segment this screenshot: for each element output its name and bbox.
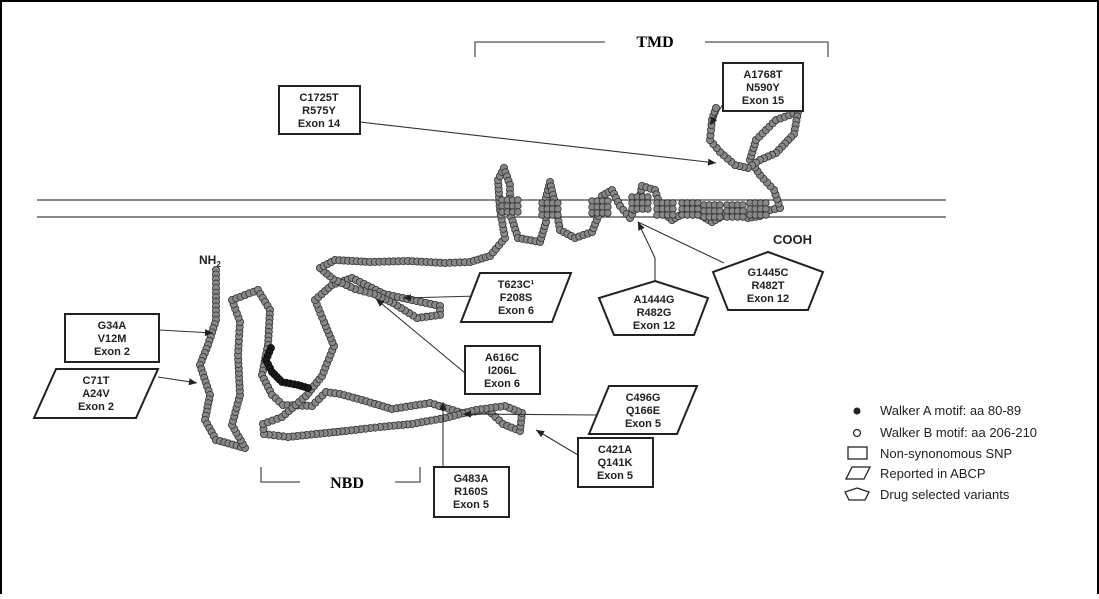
svg-text:C1725T: C1725T (299, 92, 338, 104)
variant-g34a: G34A V12M Exon 2 (64, 313, 160, 363)
tm-helix-bead (694, 211, 702, 219)
svg-text:C71T: C71T (83, 375, 110, 387)
pointer-arrowheads (188, 116, 718, 438)
arrowhead (707, 158, 716, 166)
svg-text:Exon 12: Exon 12 (747, 293, 789, 305)
svg-text:V12M: V12M (98, 333, 127, 345)
svg-text:Walker B motif: aa 206-210: Walker B motif: aa 206-210 (880, 425, 1037, 440)
legend-walker-b: Walker B motif: aa 206-210 (852, 425, 1037, 440)
arrowhead (376, 299, 385, 307)
protein-chain (195, 104, 803, 452)
svg-text:A1444G: A1444G (634, 294, 675, 306)
nbd-label: NBD (330, 475, 364, 492)
legend-drug: Drug selected variants (844, 487, 1010, 502)
svg-text:R482G: R482G (637, 307, 672, 319)
tm-helix-bead (762, 211, 770, 219)
svg-text:N590Y: N590Y (746, 82, 780, 94)
svg-text:A24V: A24V (82, 388, 110, 400)
arrowhead (204, 329, 213, 337)
svg-text:G1445C: G1445C (748, 267, 789, 279)
svg-text:Reported in ABCP: Reported in ABCP (880, 466, 986, 481)
tm-helix-bead (716, 213, 724, 221)
svg-text:F208S: F208S (500, 292, 532, 304)
svg-text:Drug selected variants: Drug selected variants (880, 487, 1010, 502)
svg-text:A616C: A616C (485, 352, 519, 364)
svg-text:I206L: I206L (488, 365, 516, 377)
arrowhead (439, 402, 447, 410)
tm-helix-bead (604, 209, 612, 217)
variant-c71t: C71T A24V Exon 2 (32, 368, 160, 419)
svg-text:C421A: C421A (598, 444, 632, 456)
parallelogram-icon (844, 466, 872, 480)
pointer-lines (157, 87, 734, 467)
variant-a1768t: A1768T N590Y Exon 15 (722, 62, 804, 112)
open-dot-icon (852, 428, 862, 438)
arrowhead (710, 116, 718, 125)
variant-c1725t: C1725T R575Y Exon 14 (278, 85, 361, 135)
legend-abcp: Reported in ABCP (844, 466, 986, 481)
svg-text:Exon 6: Exon 6 (484, 378, 520, 390)
svg-text:Exon 12: Exon 12 (633, 320, 675, 332)
variant-c496g: C496G Q166E Exon 5 (587, 385, 699, 435)
tm-helix-bead (669, 211, 677, 219)
variant-g483a: G483A R160S Exon 5 (433, 466, 510, 518)
cooh-label: COOH (773, 232, 812, 247)
variant-a1444g: A1444G R482G Exon 12 (597, 279, 710, 336)
svg-text:Exon 6: Exon 6 (498, 305, 534, 317)
svg-text:Q166E: Q166E (626, 405, 660, 417)
svg-text:Exon 14: Exon 14 (298, 118, 341, 130)
svg-text:G34A: G34A (98, 320, 127, 332)
svg-text:Exon 2: Exon 2 (94, 346, 130, 358)
variant-c421a: C421A Q141K Exon 5 (577, 437, 654, 488)
tmd-label: TMD (636, 34, 673, 51)
membrane (37, 199, 946, 218)
svg-text:C496G: C496G (626, 392, 661, 404)
filled-dot-icon (853, 407, 861, 415)
nh2-label: NH2 (199, 253, 221, 269)
svg-text:Exon 5: Exon 5 (453, 499, 489, 511)
svg-text:R575Y: R575Y (302, 105, 336, 117)
tm-helix-bead (644, 205, 652, 213)
residue-bead (712, 104, 721, 113)
variant-a616c: A616C I206L Exon 6 (464, 345, 541, 395)
walker-a-bead (304, 384, 312, 392)
svg-text:R482T: R482T (751, 280, 784, 292)
svg-text:Exon 5: Exon 5 (625, 418, 661, 430)
tm-helix-bead (739, 213, 747, 221)
tmd-bracket (474, 41, 829, 57)
arrowhead (638, 222, 645, 231)
svg-text:G483A: G483A (454, 473, 489, 485)
variant-t623c: T623C¹ F208S Exon 6 (459, 272, 573, 323)
arrowhead (403, 294, 412, 302)
svg-text:T623C¹: T623C¹ (498, 279, 535, 291)
svg-text:Exon 5: Exon 5 (597, 470, 633, 482)
legend-walker-a: Walker A motif: aa 80-89 (853, 403, 1021, 418)
arrowhead (536, 430, 545, 438)
tm-helix-bead (514, 208, 522, 216)
svg-text:A1768T: A1768T (743, 69, 782, 81)
svg-text:Walker A motif: aa 80-89: Walker A motif: aa 80-89 (880, 403, 1021, 418)
svg-text:R160S: R160S (454, 486, 488, 498)
rectangle-icon (847, 446, 868, 460)
arrowhead (188, 378, 197, 386)
variant-g1445c: G1445C R482T Exon 12 (711, 250, 825, 311)
legend-snp: Non-synonomous SNP (847, 446, 1012, 461)
pentagon-icon (844, 487, 870, 501)
tm-helix-bead (554, 211, 562, 219)
legend: Walker A motif: aa 80-89 Walker B motif:… (844, 403, 1037, 502)
svg-text:Exon 2: Exon 2 (78, 401, 114, 413)
walker-a-motif (262, 344, 312, 392)
svg-text:Q141K: Q141K (598, 457, 633, 469)
svg-text:Exon 15: Exon 15 (742, 95, 784, 107)
arrowhead (463, 410, 471, 418)
nbd-bracket (260, 467, 421, 483)
svg-text:Non-synonomous SNP: Non-synonomous SNP (880, 446, 1012, 461)
